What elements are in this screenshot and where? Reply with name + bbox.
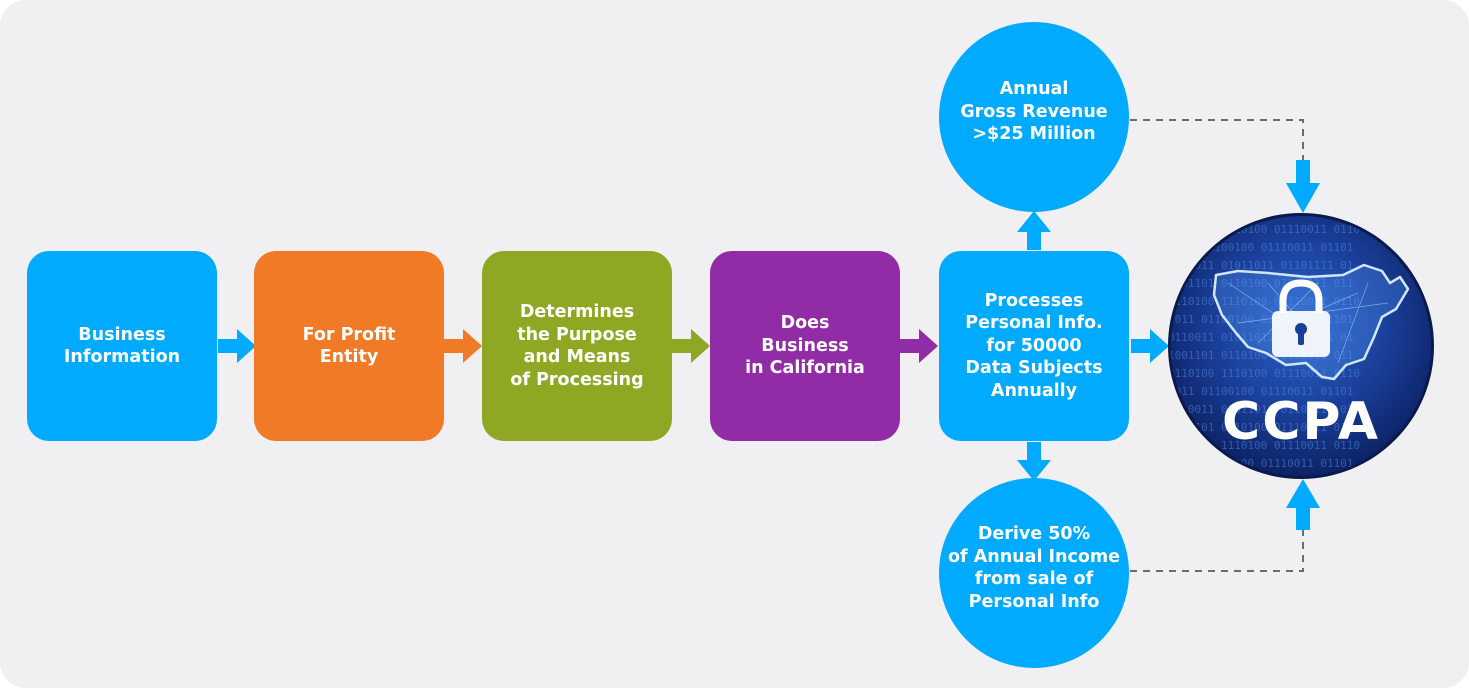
svg-text:0110100 1110100 01110011 0110: 0110100 1110100 01110011 0110 [1168,223,1360,236]
step-for-profit-entity: For Profit Entity [254,251,444,441]
step-label: Business Information [63,324,181,368]
arrow-step4-to-step5 [900,329,938,363]
arrow-step3-to-step4 [672,329,710,363]
arrow-bottom-into-ccpa [1286,479,1320,530]
step-label: Does Business in California [745,313,865,379]
padlock-icon [1272,279,1330,357]
step-label: For Profit Entity [302,324,396,368]
criterion-income-from-sale: Derive 50% of Annual Income from sale of… [939,478,1129,668]
dashed-connector-top [1130,119,1304,160]
svg-text:1011 01100100 01110011 01101: 1011 01100100 01110011 01101 [1168,457,1353,470]
step-processes-personal-info: Processes Personal Info. for 50000 Data … [939,251,1129,441]
arrow-top-into-ccpa [1286,160,1320,213]
arrow-step5-to-bottom-criterion [1017,442,1051,481]
criterion-label: Annual Gross Revenue >$25 Million [960,79,1108,145]
step-label: Processes Personal Info. for 50000 Data … [965,290,1103,401]
svg-text:0110011 01011011 01101111 01: 0110011 01011011 01101111 01 [1168,259,1353,272]
svg-text:0110011 01011011 01101111 01: 0110011 01011011 01101111 01 [1168,403,1353,416]
arrow-step5-to-top-criterion [1017,211,1051,250]
arrow-step1-to-step2 [218,329,256,363]
svg-text:1011 01100100 01110011 01101: 1011 01100100 01110011 01101 [1168,385,1353,398]
criterion-annual-revenue: Annual Gross Revenue >$25 Million [939,22,1129,212]
arrow-step5-to-ccpa [1131,329,1169,363]
step-business-in-california: Does Business in California [710,251,900,441]
ccpa-label: CCPA [1222,392,1380,452]
svg-text:1001101 0110100 01110011 011: 1001101 0110100 01110011 011 [1168,421,1353,434]
svg-text:1011 01100100 01110011 01101: 1011 01100100 01110011 01101 [1168,241,1353,254]
step-business-information: Business Information [27,251,217,441]
step-label: Determines the Purpose and Means of Proc… [510,302,644,390]
criterion-label: Derive 50% of Annual Income from sale of… [947,524,1121,612]
arrow-step2-to-step3 [444,329,482,363]
ccpa-badge: 0110100 1110100 01110011 0110 1011 01100… [1168,213,1434,479]
step-determines-purpose: Determines the Purpose and Means of Proc… [482,251,672,441]
dashed-connector-bottom [1130,530,1304,572]
